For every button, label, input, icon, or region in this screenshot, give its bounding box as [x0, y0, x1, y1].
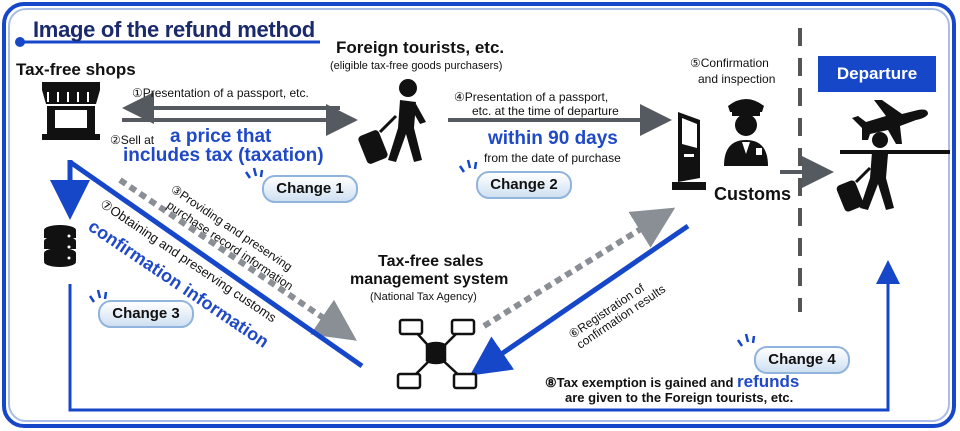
- tourists-label: Foreign tourists, etc.: [336, 38, 505, 57]
- outer-frame-inner: [8, 8, 950, 422]
- sparkle-c1: [244, 167, 264, 179]
- title-bullet: [15, 37, 25, 47]
- step-5-line2: and inspection: [698, 72, 776, 86]
- step-8-line1-b: refunds: [737, 372, 800, 391]
- customs-label: Customs: [714, 184, 792, 204]
- arrow-8: [68, 260, 900, 412]
- step-8-line1: ⑧Tax exemption is gained and refunds: [545, 372, 799, 392]
- change-1-badge: Change 1: [262, 175, 358, 203]
- step-1: ①Presentation of a passport, etc.: [132, 86, 309, 100]
- sparkle-c2: [458, 159, 478, 173]
- step-5-line1: ⑤Confirmation: [690, 56, 769, 70]
- database-icon: [44, 225, 76, 267]
- sparkle-c3: [88, 289, 108, 303]
- shops-label: Tax-free shops: [16, 60, 136, 79]
- step-8-line2: are given to the Foreign tourists, etc.: [565, 390, 794, 405]
- step-2-line1: a price that: [170, 126, 272, 147]
- officer-icon: [724, 99, 768, 166]
- step-4-sub: from the date of purchase: [484, 151, 621, 165]
- change-2-badge: Change 2: [476, 171, 572, 199]
- departing-traveler-icon: [836, 132, 894, 212]
- arrow-3: [118, 177, 357, 341]
- airplane-icon: [852, 100, 928, 144]
- kiosk-icon: [672, 112, 706, 190]
- step-4-line1: ④Presentation of a passport,: [454, 90, 609, 104]
- network-icon: [396, 318, 478, 390]
- sparkle-c4: [736, 333, 756, 347]
- step-8-line1-a: ⑧Tax exemption is gained and: [545, 375, 734, 390]
- step-2-line2: includes tax (taxation): [123, 145, 324, 166]
- traveler-icon: [358, 79, 426, 164]
- system-label-2: management system: [350, 271, 509, 288]
- step-4-line2: etc. at the time of departure: [472, 104, 619, 118]
- tourists-sub: (eligible tax-free goods purchasers): [330, 60, 503, 72]
- arrow-7: [68, 159, 364, 369]
- system-label-1: Tax-free sales: [378, 253, 484, 270]
- departure-box: Departure: [818, 56, 936, 92]
- page-title: Image of the refund method: [33, 17, 315, 42]
- system-sub: (National Tax Agency): [370, 291, 477, 303]
- arrow-customs-system: [469, 223, 690, 376]
- step-2-prefix: ②Sell at: [110, 133, 155, 147]
- change-3-badge: Change 3: [98, 300, 194, 328]
- shop-icon: [42, 82, 100, 140]
- step-4-emph: within 90 days: [488, 128, 618, 149]
- change-4-badge: Change 4: [754, 346, 850, 374]
